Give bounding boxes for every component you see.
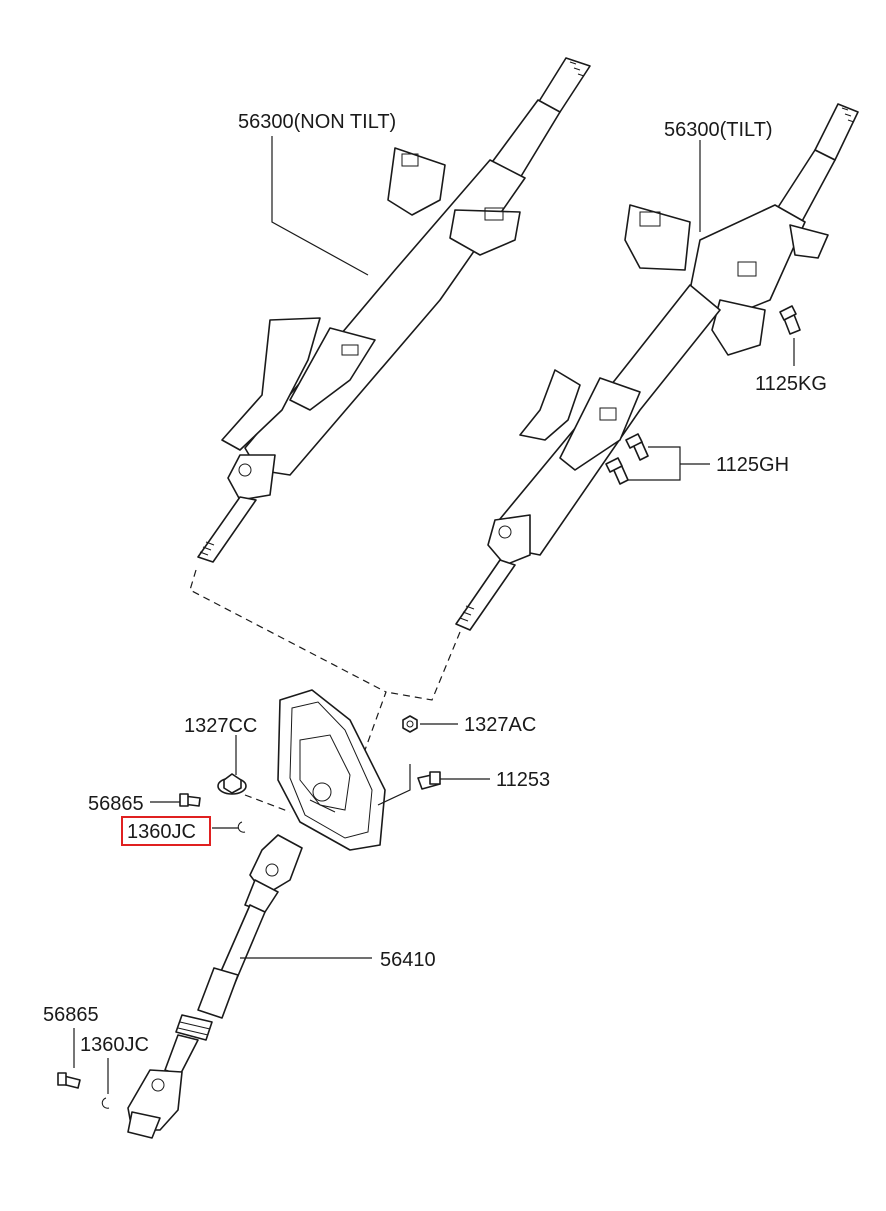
bolt-11253[interactable]	[417, 771, 441, 790]
intermediate-shaft-56410[interactable]	[127, 834, 303, 1139]
nut-1327cc[interactable]	[217, 773, 247, 795]
label-56300-non-tilt[interactable]: 56300(NON TILT)	[238, 111, 396, 133]
steering-column-tilt[interactable]	[455, 103, 859, 631]
label-1327cc[interactable]: 1327CC	[184, 715, 257, 737]
clip-1360jc-upper[interactable]	[237, 821, 246, 833]
bolt-56865-upper[interactable]	[179, 793, 201, 807]
clip-1360jc-lower[interactable]	[101, 1097, 110, 1109]
bolt-1125kg[interactable]	[779, 305, 801, 335]
steering-column-non-tilt[interactable]	[197, 57, 591, 563]
nut-1327ac[interactable]	[402, 715, 418, 733]
label-56865-lower[interactable]: 56865	[43, 1004, 99, 1026]
label-1125gh[interactable]: 1125GH	[716, 454, 789, 476]
label-1125kg[interactable]: 1125KG	[755, 373, 827, 395]
dust-cover-plate[interactable]	[277, 689, 386, 851]
bolts-1125gh[interactable]	[605, 433, 649, 485]
label-11253[interactable]: 11253	[496, 769, 550, 791]
bolt-56865-lower[interactable]	[57, 1072, 81, 1089]
label-1360jc-upper[interactable]: 1360JC	[127, 821, 196, 843]
leader-lines	[73, 136, 795, 1094]
label-1360jc-lower[interactable]: 1360JC	[80, 1034, 149, 1056]
label-1327ac[interactable]: 1327AC	[464, 714, 536, 736]
part-labels: 56300(NON TILT) 56300(TILT) 1125KG 1125G…	[43, 111, 827, 1056]
label-56410[interactable]: 56410	[380, 949, 436, 971]
label-56865-upper[interactable]: 56865	[88, 793, 144, 815]
highlight-box	[121, 816, 211, 846]
label-56300-tilt[interactable]: 56300(TILT)	[664, 119, 773, 141]
connection-lines	[189, 569, 461, 813]
